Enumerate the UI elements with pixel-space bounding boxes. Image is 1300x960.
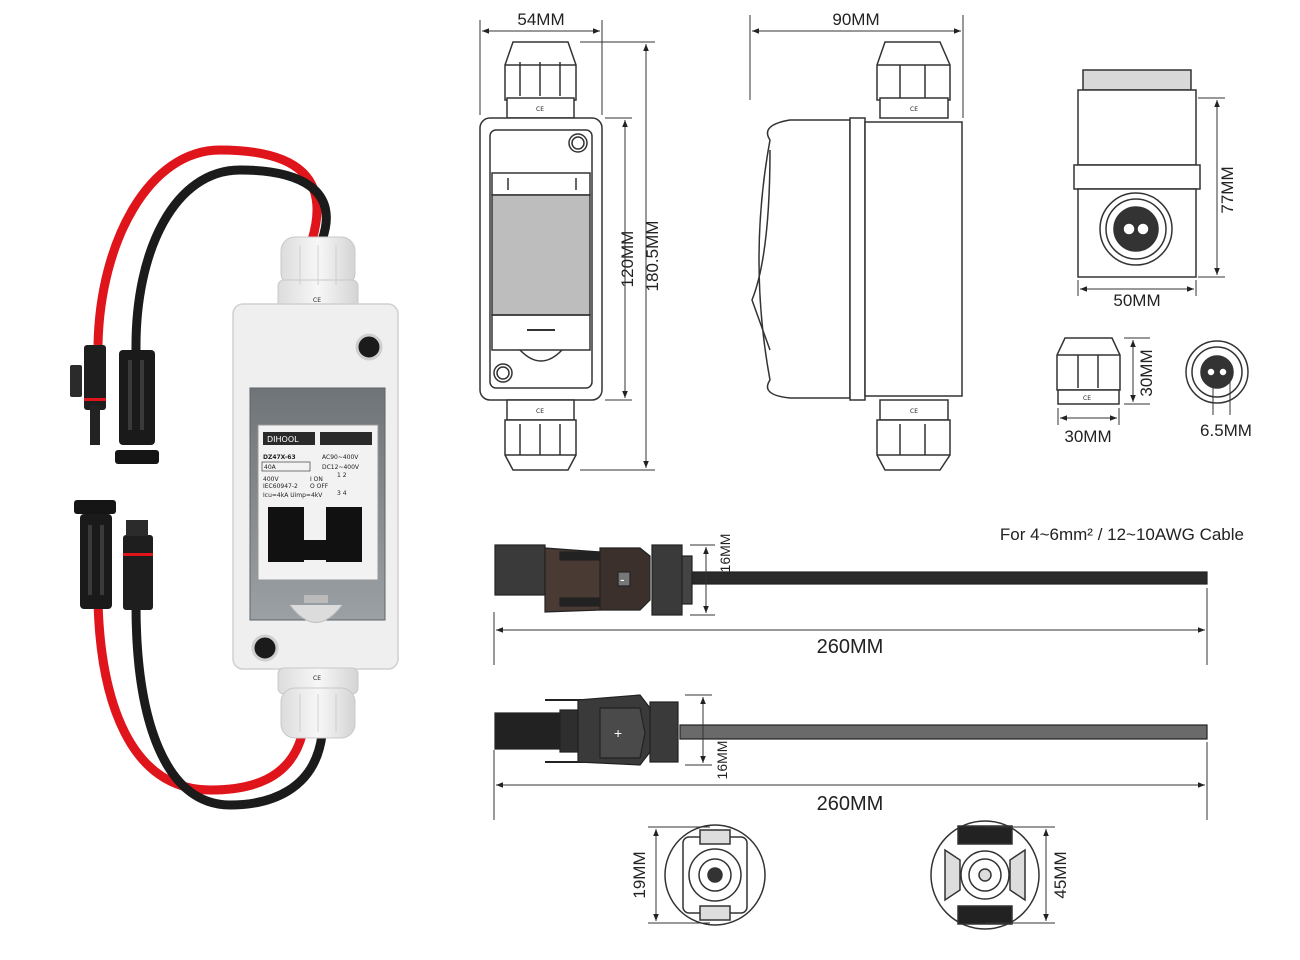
svg-text:CE: CE xyxy=(536,408,544,415)
female-diameter-label: 16MM xyxy=(717,534,733,573)
svg-text:CE: CE xyxy=(536,106,544,113)
model-label: DZ47X-63 xyxy=(263,454,296,461)
screw-top-right xyxy=(355,333,383,361)
terminal-label-top: 1 2 xyxy=(337,472,347,479)
screw-bottom-left xyxy=(251,634,279,662)
end-view-dimensions xyxy=(1077,97,1225,296)
male-connector-drawing: + xyxy=(494,694,1208,766)
on-label: I ON xyxy=(310,476,323,483)
male-diameter-label: 16MM xyxy=(714,741,730,780)
black-wire-bottom xyxy=(131,604,327,810)
product-photo: CE DIHOOL DZ47X-63 AC90~400V 40A DC12~40… xyxy=(70,145,399,810)
gland-width-label: 30MM xyxy=(1064,427,1111,446)
dc-rating-label: DC12~400V xyxy=(322,464,360,471)
black-wire-top xyxy=(131,165,331,351)
spec-capacity: Icu=4kA Uimp=4kV xyxy=(263,492,323,499)
off-label: O OFF xyxy=(310,483,329,490)
cable-note: For 4~6mm² / 12~10AWG Cable xyxy=(1000,525,1244,544)
front-width-label: 54MM xyxy=(517,10,564,29)
brand-label: DIHOOL xyxy=(267,435,299,444)
cover-latch xyxy=(289,604,343,623)
front-view-dimensions xyxy=(479,20,655,471)
gland-height-label: 30MM xyxy=(1137,349,1156,396)
ac-rating-label: AC90~400V xyxy=(322,454,359,461)
mc4-connector-bottom xyxy=(74,500,153,610)
plus-symbol: + xyxy=(614,725,622,741)
front-view-drawing: CE CE xyxy=(479,41,603,471)
gland-hole-label: 6.5MM xyxy=(1200,421,1252,440)
side-width-label: 90MM xyxy=(832,10,879,29)
female-connector-drawing: - xyxy=(494,544,1208,616)
end-view-drawing xyxy=(1073,69,1201,278)
svg-text:CE: CE xyxy=(910,106,918,113)
male-length-label: 260MM xyxy=(817,793,884,815)
spec-voltage: 400V xyxy=(263,476,279,483)
terminal-label-bottom: 3 4 xyxy=(337,490,347,497)
end-view-dimension-lines xyxy=(648,826,1055,924)
gland-detail-dimensions xyxy=(1057,337,1231,425)
end-height-label: 77MM xyxy=(1218,166,1237,213)
svg-text:CE: CE xyxy=(313,675,321,682)
svg-text:CE: CE xyxy=(313,297,321,304)
female-end-diameter-label: 45MM xyxy=(1051,851,1070,898)
male-end-diameter-label: 19MM xyxy=(630,851,649,898)
gland-detail-drawing: CE xyxy=(1056,337,1249,405)
male-connector-dimensions xyxy=(493,694,1208,820)
svg-text:CE: CE xyxy=(910,408,918,415)
svg-text:CE: CE xyxy=(1083,395,1091,402)
female-connector-dimensions xyxy=(493,544,1208,665)
brand-plate xyxy=(263,432,315,445)
top-cable-gland: CE xyxy=(277,236,359,309)
end-width-label: 50MM xyxy=(1113,291,1160,310)
minus-symbol: - xyxy=(620,571,625,587)
female-end-view xyxy=(930,820,1040,930)
front-inner-height-label: 120MM xyxy=(618,231,637,288)
side-view-dimensions xyxy=(749,15,964,118)
side-view-drawing: CE CE xyxy=(751,41,963,471)
bottom-cable-gland: CE xyxy=(277,667,359,739)
front-total-height-label: 180.5MM xyxy=(643,221,662,292)
female-length-label: 260MM xyxy=(817,636,884,658)
mc4-connector-top xyxy=(70,345,159,464)
current-label: 40A xyxy=(264,464,277,471)
spec-standard: IEC60947-2 xyxy=(263,483,298,490)
male-end-view xyxy=(664,824,766,926)
